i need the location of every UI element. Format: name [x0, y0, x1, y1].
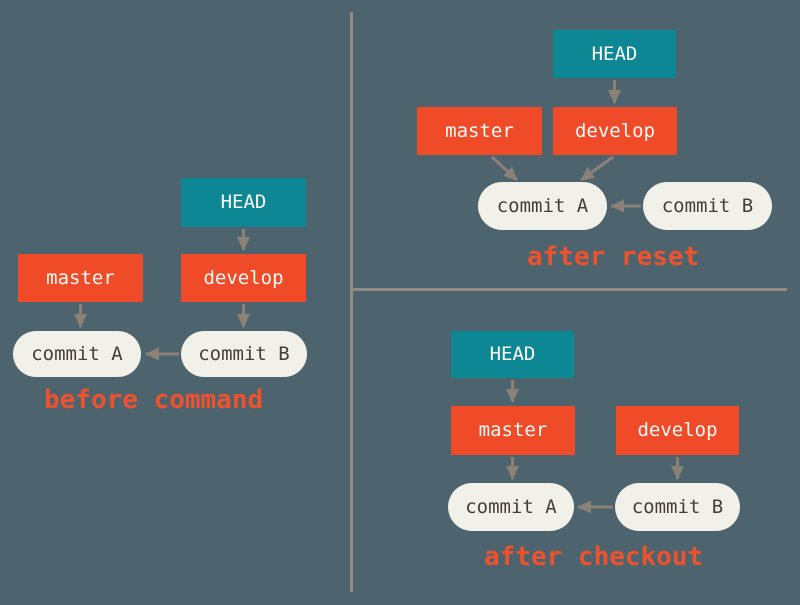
commit-node-b: commit B [615, 483, 740, 531]
branch-node-develop: develop [181, 254, 306, 302]
arrow-develop-to-commit-a [580, 155, 614, 182]
commit-node-a: commit A [478, 182, 607, 230]
panel-divider-vertical [350, 12, 353, 592]
arrow-master-to-commit-a [490, 155, 519, 182]
branch-node-develop: develop [616, 406, 739, 455]
panel-label-after-checkout: after checkout [484, 542, 704, 572]
head-node: HEAD [181, 178, 306, 227]
branch-node-master: master [18, 254, 143, 302]
branch-node-master: master [451, 406, 575, 455]
panel-label-before-command: before command [44, 385, 264, 415]
head-node: HEAD [451, 331, 574, 378]
commit-node-b: commit B [643, 182, 772, 230]
panel-label-after-reset: after reset [527, 242, 700, 272]
panel-divider-horizontal [352, 288, 787, 291]
commit-node-b: commit B [181, 331, 307, 377]
commit-node-a: commit A [13, 331, 141, 377]
head-node: HEAD [553, 30, 676, 78]
branch-node-master: master [417, 107, 542, 155]
branch-node-develop: develop [553, 107, 677, 155]
commit-node-a: commit A [448, 483, 574, 531]
